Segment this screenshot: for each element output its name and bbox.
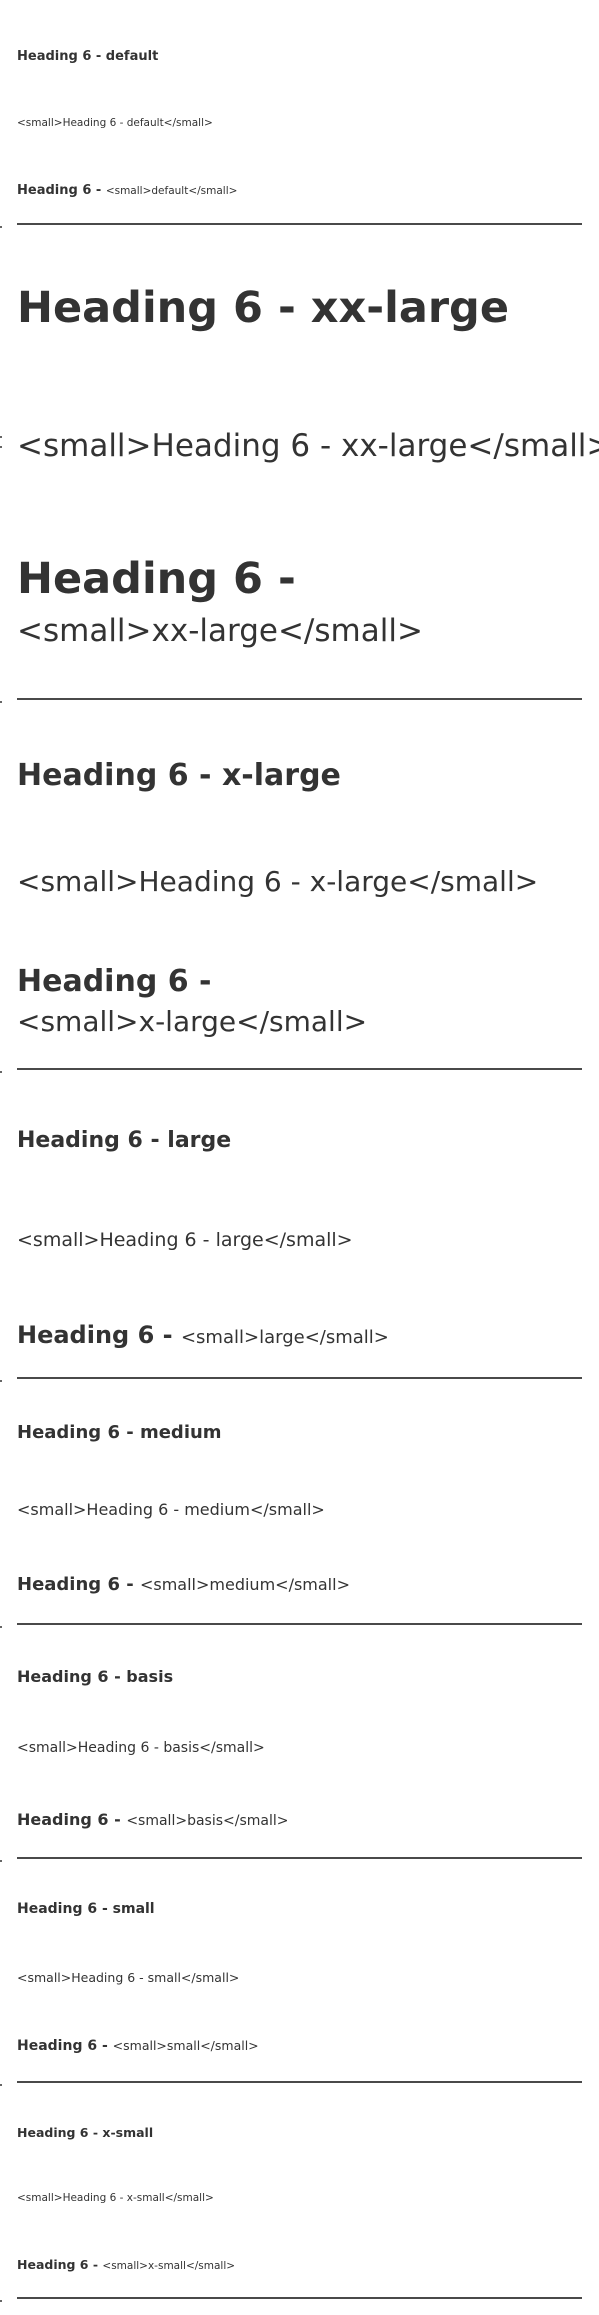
separator-xx-large <box>17 698 582 700</box>
heading-xx-large-mixed: Heading 6 - <small>xx-large</small> <box>17 555 437 655</box>
separator-basis-tick <box>0 1860 2 1862</box>
heading-xx-large-mixed-prefix: Heading 6 - <box>17 554 296 604</box>
heading-x-large-mixed-prefix: Heading 6 - <box>17 964 212 999</box>
heading-medium-mixed-small: <small>medium</small> <box>139 1575 350 1594</box>
heading-medium-mixed-prefix: Heading 6 - <box>17 1574 140 1595</box>
heading-x-small-small-whole: <small>Heading 6 - x-small</small> <box>17 2192 214 2204</box>
heading-x-small-mixed-small: <small>x-small</small> <box>102 2260 236 2272</box>
xx-large-small-tick <box>0 436 2 438</box>
xx-large-small-tick-2 <box>0 446 2 448</box>
separator-small <box>17 2081 582 2083</box>
heading-default-mixed-small: <small>default</small> <box>105 185 238 197</box>
heading-basis-small-whole: <small>Heading 6 - basis</small> <box>17 1740 265 1756</box>
heading-x-small-mixed: Heading 6 - <small>x-small</small> <box>17 2257 235 2272</box>
heading-medium: Heading 6 - medium <box>17 1422 222 1443</box>
heading-large-mixed: Heading 6 - <small>large</small> <box>17 1321 389 1349</box>
separator-medium <box>17 1623 582 1625</box>
heading-large-mixed-small: <small>large</small> <box>180 1327 389 1348</box>
heading-x-large-mixed: Heading 6 - <small>x-large</small> <box>17 962 417 1042</box>
heading-large-small-whole: <small>Heading 6 - large</small> <box>17 1229 353 1251</box>
separator-large-tick <box>0 1380 2 1382</box>
heading-x-large-small-whole: <small>Heading 6 - x-large</small> <box>17 865 539 898</box>
heading-x-small: Heading 6 - x-small <box>17 2125 154 2140</box>
heading-default-small-whole: <small>Heading 6 - default</small> <box>17 117 213 129</box>
heading-xx-large: Heading 6 - xx-large <box>17 283 509 333</box>
heading-basis: Heading 6 - basis <box>17 1667 174 1686</box>
heading-xx-large-mixed-small: <small>xx-large</small> <box>17 613 423 649</box>
separator-default <box>17 223 582 225</box>
heading-small-mixed-small: <small>small</small> <box>112 2038 259 2053</box>
heading-x-large: Heading 6 - x-large <box>17 758 341 793</box>
separator-x-large-tick <box>0 1071 2 1073</box>
heading-small-mixed: Heading 6 - <small>small</small> <box>17 2038 259 2054</box>
separator-small-tick <box>0 2084 2 2086</box>
heading-medium-mixed: Heading 6 - <small>medium</small> <box>17 1574 350 1595</box>
heading-small-small-whole: <small>Heading 6 - small</small> <box>17 1970 240 1985</box>
separator-basis <box>17 1857 582 1859</box>
heading-x-large-mixed-small: <small>x-large</small> <box>17 1005 368 1038</box>
heading-medium-small-whole: <small>Heading 6 - medium</small> <box>17 1500 325 1519</box>
separator-x-large <box>17 1068 582 1070</box>
heading-small-mixed-prefix: Heading 6 - <box>17 2038 113 2054</box>
heading-basis-mixed-small: <small>basis</small> <box>126 1813 289 1829</box>
separator-x-small <box>17 2297 582 2299</box>
separator-x-small-tick <box>0 2300 2 2302</box>
heading-basis-mixed-prefix: Heading 6 - <box>17 1810 127 1829</box>
heading-basis-mixed: Heading 6 - <small>basis</small> <box>17 1810 288 1829</box>
heading-small: Heading 6 - small <box>17 1901 155 1917</box>
heading-large-mixed-prefix: Heading 6 - <box>17 1321 181 1349</box>
heading-xx-large-small-whole: <small>Heading 6 - xx-large</small> <box>17 428 599 464</box>
separator-medium-tick <box>0 1626 2 1628</box>
separator-default-tick <box>0 226 2 228</box>
heading-x-small-mixed-prefix: Heading 6 - <box>17 2257 103 2272</box>
separator-xx-large-tick <box>0 701 2 703</box>
heading-default-mixed: Heading 6 - <small>default</small> <box>17 183 237 198</box>
separator-large <box>17 1377 582 1379</box>
heading-default-mixed-prefix: Heading 6 - <box>17 183 106 198</box>
heading-default: Heading 6 - default <box>17 49 159 64</box>
heading-large: Heading 6 - large <box>17 1128 232 1153</box>
